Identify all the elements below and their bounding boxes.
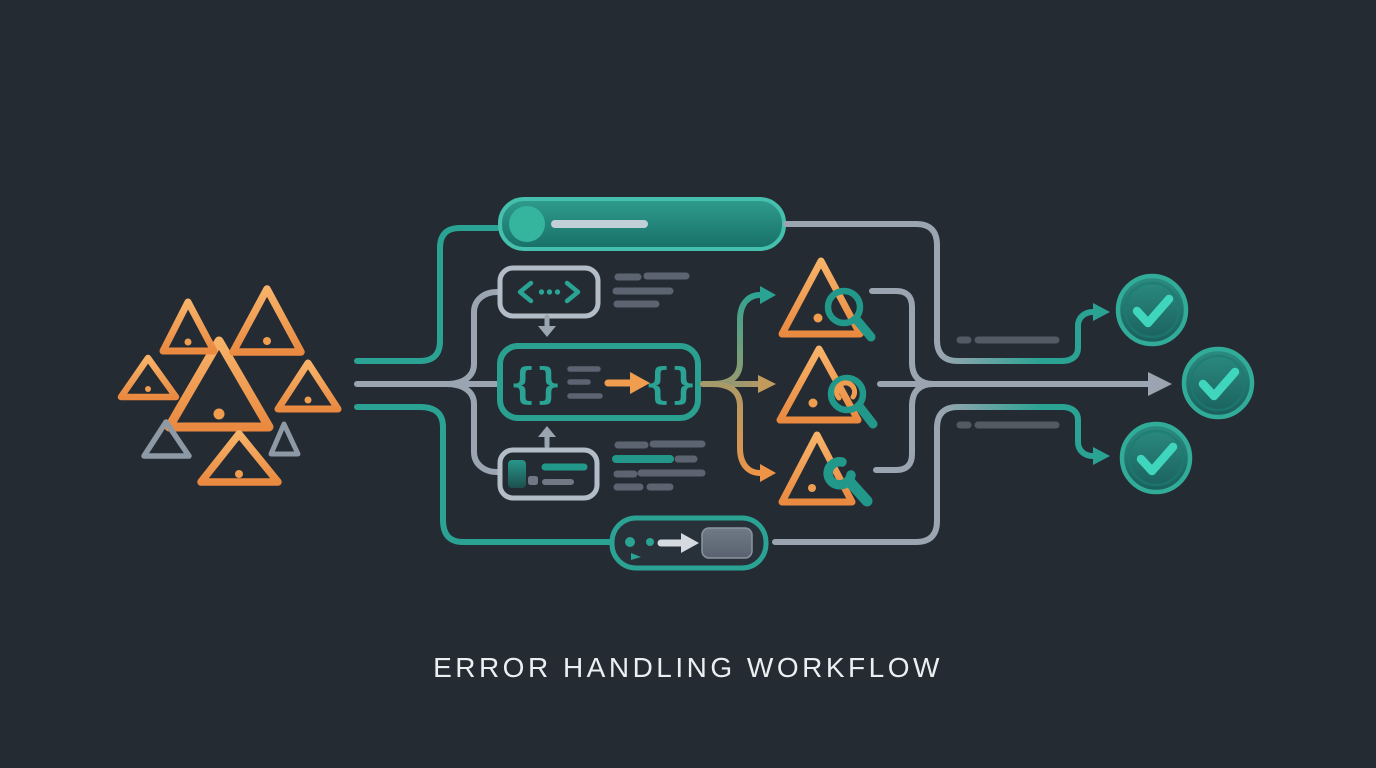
magnifier-icon xyxy=(824,287,876,342)
transform-box: { } { } xyxy=(497,343,701,421)
bottom-result-arrowhead xyxy=(1093,447,1110,465)
log-bar xyxy=(508,460,526,488)
merged-arrowhead xyxy=(1148,372,1172,396)
exclamation-mark xyxy=(808,363,818,408)
close-brace: } xyxy=(671,359,696,408)
split-branch-up xyxy=(443,289,500,387)
arrow-right-icon xyxy=(657,533,699,553)
arrow-up-icon xyxy=(538,426,556,449)
check-icon xyxy=(1132,294,1174,328)
branch-down xyxy=(700,381,763,476)
check-circle xyxy=(1181,346,1255,420)
triage-inspect xyxy=(778,257,876,342)
exclamation-mark xyxy=(304,372,312,404)
notes-lines-bottom xyxy=(612,440,706,491)
braces-right-icon: { } xyxy=(645,359,696,408)
branch-mid-arrowhead xyxy=(758,375,776,393)
result-dashes xyxy=(956,336,1060,429)
top-result-line xyxy=(783,221,1065,364)
transform-frame xyxy=(497,343,701,421)
triage-analyze xyxy=(776,345,878,429)
exclamation-mark xyxy=(145,367,151,392)
code-tag-icon xyxy=(517,280,581,304)
bottom-result-line xyxy=(772,404,1065,545)
exclamation-mark xyxy=(808,448,816,492)
top-status-bar xyxy=(498,197,786,251)
bottom-result-curve xyxy=(1059,404,1096,459)
result-connectors xyxy=(772,221,1110,545)
warning-triangle-icon xyxy=(274,359,342,413)
code-tag-box xyxy=(497,265,601,337)
exclamation-mark xyxy=(213,367,225,420)
branch-connectors xyxy=(700,286,776,482)
status-dot xyxy=(509,206,545,242)
warning-triangle-icon xyxy=(778,431,856,506)
process-dot xyxy=(646,538,654,546)
process-tick xyxy=(631,553,641,560)
input-connectors xyxy=(354,225,613,545)
magnifier-chart-icon xyxy=(827,374,878,429)
exclamation-mark xyxy=(263,304,271,345)
branch-down-arrowhead xyxy=(760,464,776,482)
close-brace: } xyxy=(536,359,561,408)
triage-fix xyxy=(778,431,873,507)
log-panel-box xyxy=(497,447,600,501)
arrow-right-icon xyxy=(604,372,650,394)
check-circle xyxy=(1119,421,1193,495)
notes-lines-top xyxy=(612,272,690,308)
process-block xyxy=(701,527,753,559)
open-brace: { xyxy=(645,359,670,408)
branch-up xyxy=(700,292,763,387)
warning-triangle-icon xyxy=(159,298,218,355)
error-cluster xyxy=(117,285,342,486)
branch-up-arrowhead xyxy=(760,286,776,304)
braces-left-icon: { } xyxy=(510,359,561,408)
wrench-icon xyxy=(823,457,873,507)
split-branch-down xyxy=(443,381,500,475)
arrow-down-icon xyxy=(538,314,556,337)
log-notch xyxy=(528,476,538,485)
warning-triangle-icon xyxy=(197,430,282,486)
process-bar xyxy=(609,515,769,571)
warning-triangle-icon xyxy=(778,257,864,338)
connector-bottom-teal xyxy=(354,404,613,545)
process-dot xyxy=(625,537,635,547)
open-brace: { xyxy=(510,359,535,408)
check-circle xyxy=(1115,273,1189,347)
warning-triangle-outline-icon xyxy=(268,421,301,457)
code-lines xyxy=(567,366,603,399)
connector-top-teal xyxy=(354,225,500,364)
check-icon xyxy=(1136,442,1178,476)
warning-triangle-outline-icon xyxy=(141,419,192,459)
warning-triangle-icon xyxy=(117,354,180,401)
merge-from-top xyxy=(869,288,937,387)
top-result-arrowhead xyxy=(1093,303,1110,321)
merge-from-bottom xyxy=(873,381,937,473)
warning-triangle-icon xyxy=(229,285,305,356)
merge-connectors xyxy=(869,288,1172,473)
exclamation-mark xyxy=(184,314,192,346)
warning-triangle-icon xyxy=(164,336,274,432)
diagram-title: ERROR HANDLING WORKFLOW xyxy=(433,652,943,683)
top-result-curve xyxy=(1059,309,1096,364)
exclamation-mark xyxy=(235,446,243,478)
exclamation-mark xyxy=(813,277,823,323)
check-icon xyxy=(1198,367,1240,401)
